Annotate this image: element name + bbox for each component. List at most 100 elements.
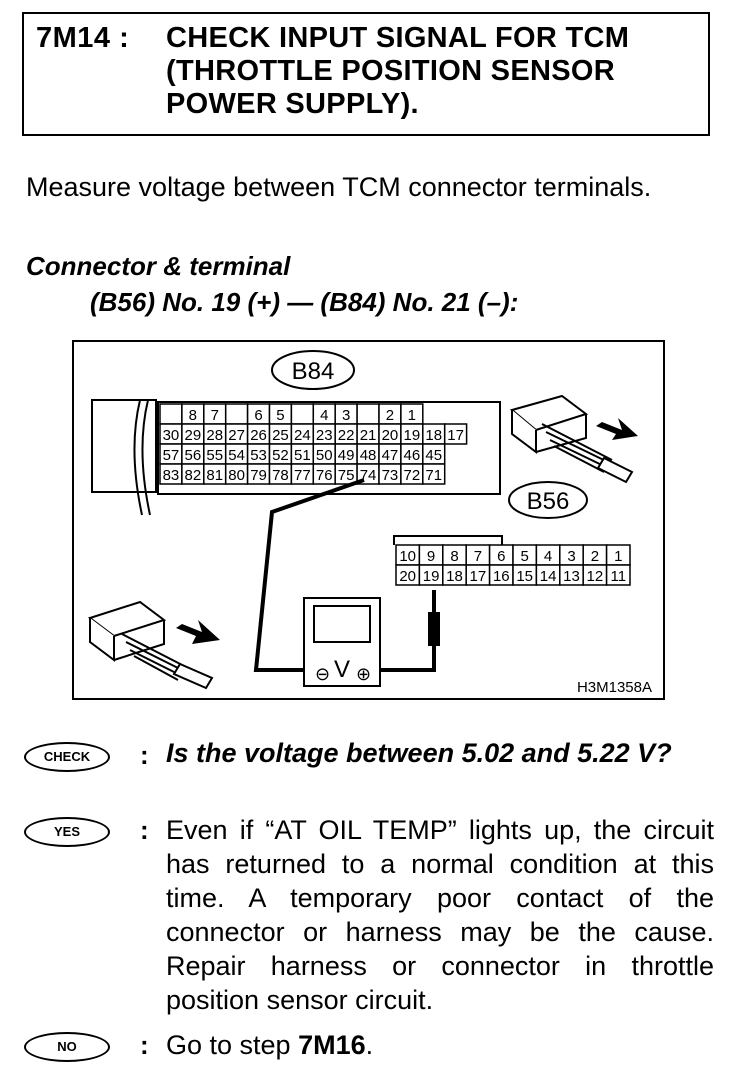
b56-terminal-number: 5: [521, 548, 529, 565]
b56-terminal-number: 1: [614, 548, 622, 565]
b84-housing: [91, 399, 157, 493]
b84-terminal-number: 29: [185, 427, 202, 444]
b84-terminal-number: 53: [250, 447, 267, 464]
b84-terminal-number: 83: [163, 467, 180, 484]
b84-terminal-number: 79: [250, 467, 267, 484]
b84-terminal-number: 77: [294, 467, 311, 484]
b56-terminal-number: 2: [591, 548, 599, 565]
b84-terminal-number: 78: [272, 467, 289, 484]
b56-label-oval: [508, 481, 588, 519]
b84-terminal-number: 4: [320, 407, 328, 424]
b56-terminal-number: 7: [474, 548, 482, 565]
b84-terminal-number: 19: [404, 427, 421, 444]
yes-colon: :: [140, 815, 149, 845]
b84-terminal-number: 1: [408, 407, 416, 424]
b56-terminal-number: 14: [540, 568, 557, 585]
step-code: 7M14 :: [36, 22, 130, 54]
b84-terminal-number: 57: [163, 447, 180, 464]
step-title: CHECK INPUT SIGNAL FOR TCM (THROTTLE POS…: [166, 22, 630, 120]
b84-terminal-number: 27: [228, 427, 245, 444]
b56-terminal-number: 15: [516, 568, 533, 585]
connector-terminals: (B56) No. 19 (+) — (B84) No. 21 (–):: [90, 287, 519, 317]
b84-terminal-number: 25: [272, 427, 289, 444]
yes-text: Even if “AT OIL TEMP” lights up, the cir…: [166, 815, 714, 1015]
harness-wire: [133, 399, 143, 516]
b84-terminal-number: 45: [425, 447, 442, 464]
b84-terminal-number: 71: [425, 467, 442, 484]
b84-terminal-number: 23: [316, 427, 333, 444]
b84-terminal-number: 18: [425, 427, 442, 444]
b56-terminal-number: 10: [399, 548, 416, 565]
plus-probe-tip: [428, 612, 440, 646]
b84-terminal-number: 81: [206, 467, 223, 484]
minus-probe-wire: [253, 478, 365, 672]
b84-terminal-number: 47: [382, 447, 399, 464]
b56-terminal-number: 12: [587, 568, 604, 585]
b84-terminal-number: 56: [185, 447, 202, 464]
b84-terminal-number: 30: [163, 427, 180, 444]
b84-terminal-number: 76: [316, 467, 333, 484]
check-badge: CHECK: [24, 742, 110, 772]
b56-terminal-number: 11: [611, 568, 627, 585]
b56-key: [393, 535, 503, 545]
b84-terminal-number: 54: [228, 447, 245, 464]
b84-terminal-number: 49: [338, 447, 355, 464]
b84-terminal-number: 55: [206, 447, 223, 464]
b84-terminal-number: 7: [211, 407, 219, 424]
b84-terminal-number: 52: [272, 447, 289, 464]
no-text-prefix: Go to step: [166, 1030, 299, 1060]
b84-terminal-number: 6: [254, 407, 262, 424]
b56-terminal-number: 4: [544, 548, 552, 565]
b56-terminal-number: 8: [450, 548, 458, 565]
no-step: 7M16: [298, 1030, 366, 1060]
plus-terminal: ⊕: [356, 664, 371, 684]
harness-wire: [141, 399, 151, 516]
b84-terminal-number: 82: [185, 467, 202, 484]
b84-terminal-number: 26: [250, 427, 267, 444]
connector-heading: Connector & terminal: [26, 251, 291, 281]
figure-id: H3M1358A: [577, 679, 652, 696]
yes-badge: YES: [24, 817, 110, 847]
b56-terminal-number: 17: [470, 568, 487, 585]
b84-terminal-number: 75: [338, 467, 355, 484]
b84-label: B84: [292, 358, 335, 385]
b84-terminal-number: 46: [404, 447, 421, 464]
b84-terminal-number: 28: [206, 427, 223, 444]
check-colon: :: [140, 740, 149, 770]
b84-terminal-number: 80: [228, 467, 245, 484]
minus-terminal: ⊖: [315, 664, 330, 684]
b56-terminal-cell: [605, 564, 631, 586]
b56-terminal-number: 3: [567, 548, 575, 565]
no-badge: NO: [24, 1032, 110, 1062]
b56-terminal-number: 16: [493, 568, 510, 585]
b84-terminal-number: 73: [382, 467, 399, 484]
plus-probe-wire: [380, 590, 436, 672]
b84-terminal-number: 5: [276, 407, 284, 424]
intro-text: Measure voltage between TCM connector te…: [26, 172, 652, 202]
b56-terminal-number: 6: [497, 548, 505, 565]
step-header: 7M14 : CHECK INPUT SIGNAL FOR TCM (THROT…: [22, 12, 710, 136]
b84-terminal-cell: [443, 423, 468, 445]
b84-terminal-number: 21: [360, 427, 377, 444]
b84-terminal-cell: [224, 403, 249, 425]
plug-icon-left: [87, 600, 220, 690]
b84-terminal-cell: [290, 403, 315, 425]
b56-terminal-number: 19: [423, 568, 440, 585]
b84-terminal-number: 24: [294, 427, 311, 444]
b56-label: B56: [527, 488, 570, 515]
volt-symbol: V: [334, 656, 350, 683]
b84-terminal-number: 3: [342, 407, 350, 424]
b84-terminal-number: 2: [386, 407, 394, 424]
b56-terminal-number: 18: [446, 568, 463, 585]
b84-terminal-number: 22: [338, 427, 355, 444]
b56-terminal-number: 20: [399, 568, 416, 585]
b84-terminal-cell: [159, 403, 183, 425]
check-question: Is the voltage between 5.02 and 5.22 V?: [166, 738, 672, 768]
b56-terminal-number: 13: [563, 568, 580, 585]
b84-terminal-number: 48: [360, 447, 377, 464]
b84-terminal-number: 17: [447, 427, 464, 444]
b84-terminal-number: 8: [189, 407, 197, 424]
no-colon: :: [140, 1030, 149, 1060]
